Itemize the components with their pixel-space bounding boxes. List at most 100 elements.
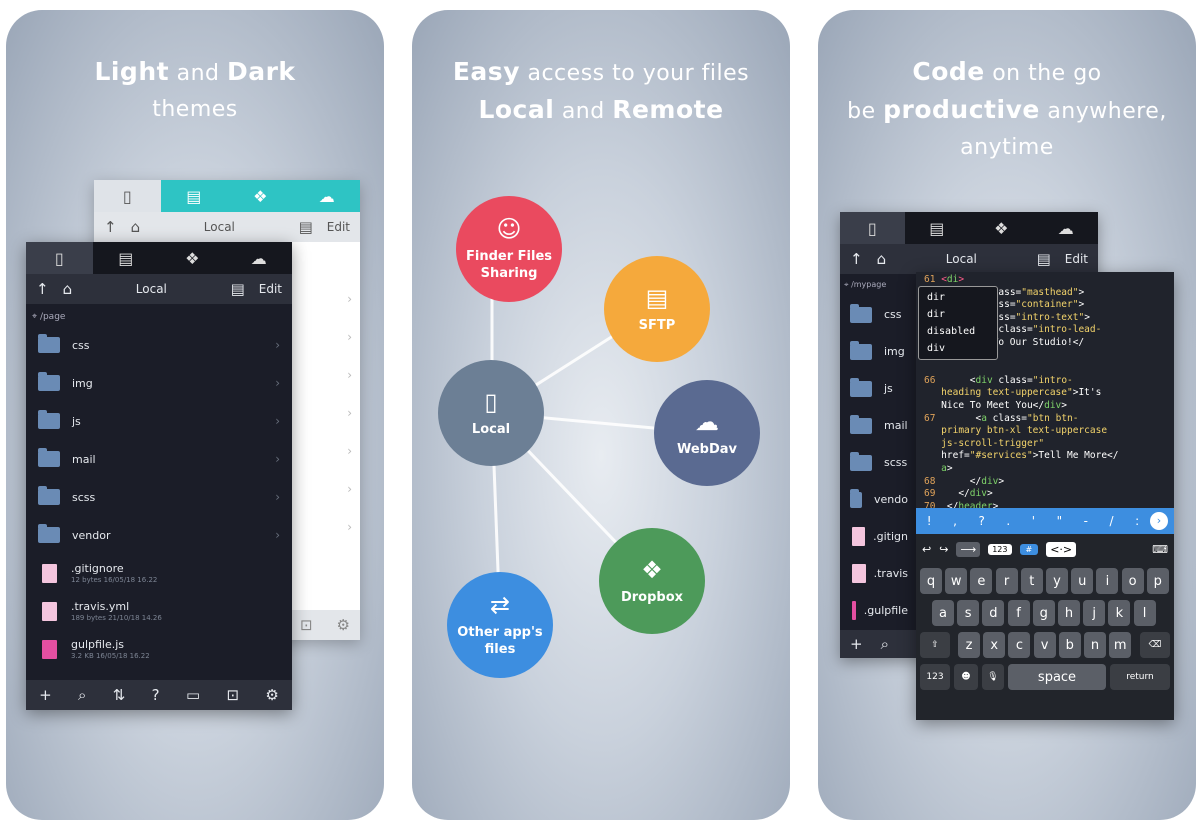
- numbers-key[interactable]: 123: [988, 543, 1012, 555]
- document-icon[interactable]: ▤: [298, 217, 313, 236]
- key-u[interactable]: u: [1071, 568, 1094, 594]
- local-node[interactable]: ▯Local: [438, 360, 544, 466]
- symbol-key[interactable]: ,: [953, 514, 957, 528]
- key-m[interactable]: m: [1109, 632, 1132, 658]
- key-o[interactable]: o: [1121, 568, 1144, 594]
- autocomplete-item[interactable]: div: [927, 343, 946, 354]
- search-icon[interactable]: ⌕: [880, 635, 889, 653]
- list-item[interactable]: mail: [840, 407, 918, 444]
- dropbox-tab-icon[interactable]: ❖: [185, 248, 200, 268]
- key-b[interactable]: b: [1058, 632, 1081, 658]
- backspace-key-icon[interactable]: ⌫: [1140, 632, 1170, 658]
- key-q[interactable]: q: [920, 568, 942, 594]
- key-g[interactable]: g: [1032, 600, 1055, 626]
- device-tab-icon[interactable]: ▯: [94, 180, 161, 212]
- key-s[interactable]: s: [957, 600, 980, 626]
- dropbox-tab-icon[interactable]: ❖: [994, 218, 1009, 238]
- cloud-tab-icon[interactable]: ☁: [250, 248, 267, 268]
- emoji-key-icon[interactable]: ☻: [954, 664, 978, 690]
- hash-key-icon[interactable]: #: [1019, 543, 1039, 555]
- sftp-node[interactable]: ▤SFTP: [604, 256, 710, 362]
- cloud-tab-icon[interactable]: ☁: [318, 186, 335, 206]
- list-item[interactable]: css›: [26, 326, 292, 364]
- transfer-icon[interactable]: ⇅: [112, 686, 126, 704]
- list-item[interactable]: js›: [26, 402, 292, 440]
- redo-icon[interactable]: ↪: [939, 542, 949, 556]
- autocomplete-item[interactable]: dir: [927, 309, 946, 320]
- key-y[interactable]: y: [1046, 568, 1068, 594]
- symbol-key[interactable]: !: [926, 514, 932, 528]
- symbol-key[interactable]: :: [1135, 514, 1140, 528]
- key-d[interactable]: d: [982, 600, 1005, 626]
- gear-icon[interactable]: ⚙: [336, 616, 350, 634]
- mic-key-icon[interactable]: 🎙: [982, 664, 1004, 690]
- list-item[interactable]: css: [840, 296, 918, 333]
- key-c[interactable]: c: [1008, 632, 1031, 658]
- key-x[interactable]: x: [983, 632, 1006, 658]
- symbol-key[interactable]: .: [1006, 514, 1011, 528]
- add-icon[interactable]: +: [39, 686, 52, 704]
- window-icon[interactable]: ▭: [185, 686, 201, 704]
- device-tab-icon[interactable]: ▯: [26, 242, 93, 274]
- server-tab-icon[interactable]: ▤: [929, 218, 945, 238]
- key-w[interactable]: w: [945, 568, 968, 594]
- autocomplete-item[interactable]: dir: [927, 292, 946, 303]
- list-item[interactable]: mail›: [26, 440, 292, 478]
- key-h[interactable]: h: [1058, 600, 1080, 626]
- symbol-key[interactable]: ": [1056, 514, 1063, 528]
- return-key[interactable]: return: [1110, 664, 1170, 690]
- symbol-key[interactable]: ?: [978, 514, 985, 528]
- list-item[interactable]: img: [840, 333, 918, 370]
- document-icon[interactable]: ▤: [1036, 249, 1051, 268]
- autocomplete-item[interactable]: disabled: [927, 326, 976, 337]
- up-arrow-icon[interactable]: ↑: [36, 279, 49, 298]
- list-item[interactable]: vendo: [840, 481, 918, 518]
- add-icon[interactable]: +: [850, 635, 863, 653]
- list-item[interactable]: scss›: [26, 478, 292, 516]
- help-icon[interactable]: ?: [151, 686, 160, 704]
- webdav-node[interactable]: ☁WebDav: [654, 380, 760, 486]
- key-r[interactable]: r: [995, 568, 1018, 594]
- next-arrow-icon[interactable]: ›: [1150, 512, 1168, 530]
- server-tab-icon[interactable]: ▤: [186, 186, 202, 206]
- document-icon[interactable]: ▤: [230, 279, 245, 298]
- list-item[interactable]: .gulpfile: [840, 592, 918, 629]
- hide-keyboard-icon[interactable]: ⌨: [1152, 542, 1168, 556]
- up-arrow-icon[interactable]: ↑: [104, 217, 117, 236]
- symbol-key[interactable]: /: [1109, 514, 1114, 528]
- tag-key-icon[interactable]: <·>: [1046, 541, 1077, 557]
- edit-button[interactable]: Edit: [1064, 252, 1088, 266]
- symbol-key[interactable]: -: [1083, 514, 1088, 528]
- lock-icon[interactable]: ⊡: [299, 616, 313, 634]
- lock-icon[interactable]: ⊡: [226, 686, 240, 704]
- device-tab-icon[interactable]: ▯: [840, 212, 905, 244]
- key-a[interactable]: a: [932, 600, 954, 626]
- dropbox-node[interactable]: ❖Dropbox: [599, 528, 705, 634]
- edit-button[interactable]: Edit: [258, 282, 282, 296]
- key-l[interactable]: l: [1133, 600, 1156, 626]
- cloud-tab-icon[interactable]: ☁: [1057, 218, 1074, 238]
- list-item[interactable]: img›: [26, 364, 292, 402]
- symbol-key[interactable]: ': [1031, 514, 1036, 528]
- server-tab-icon[interactable]: ▤: [118, 248, 134, 268]
- gear-icon[interactable]: ⚙: [265, 686, 279, 704]
- space-key[interactable]: space: [1008, 664, 1106, 690]
- key-t[interactable]: t: [1020, 568, 1043, 594]
- dropbox-tab-icon[interactable]: ❖: [253, 186, 268, 206]
- list-item[interactable]: scss: [840, 444, 918, 481]
- edit-button[interactable]: Edit: [326, 220, 350, 234]
- key-v[interactable]: v: [1033, 632, 1056, 658]
- undo-icon[interactable]: ↩: [922, 542, 932, 556]
- key-j[interactable]: j: [1083, 600, 1106, 626]
- home-icon[interactable]: ⌂: [876, 249, 887, 268]
- home-icon[interactable]: ⌂: [130, 217, 141, 236]
- tab-key-icon[interactable]: ⟶: [956, 541, 981, 557]
- up-arrow-icon[interactable]: ↑: [850, 249, 863, 268]
- other-apps-node[interactable]: ⇄Other app's files: [447, 572, 553, 678]
- shift-key-icon[interactable]: ⇧: [920, 632, 950, 658]
- list-item[interactable]: .travis: [840, 555, 918, 592]
- key-f[interactable]: f: [1007, 600, 1030, 626]
- list-item[interactable]: .gitign: [840, 518, 918, 555]
